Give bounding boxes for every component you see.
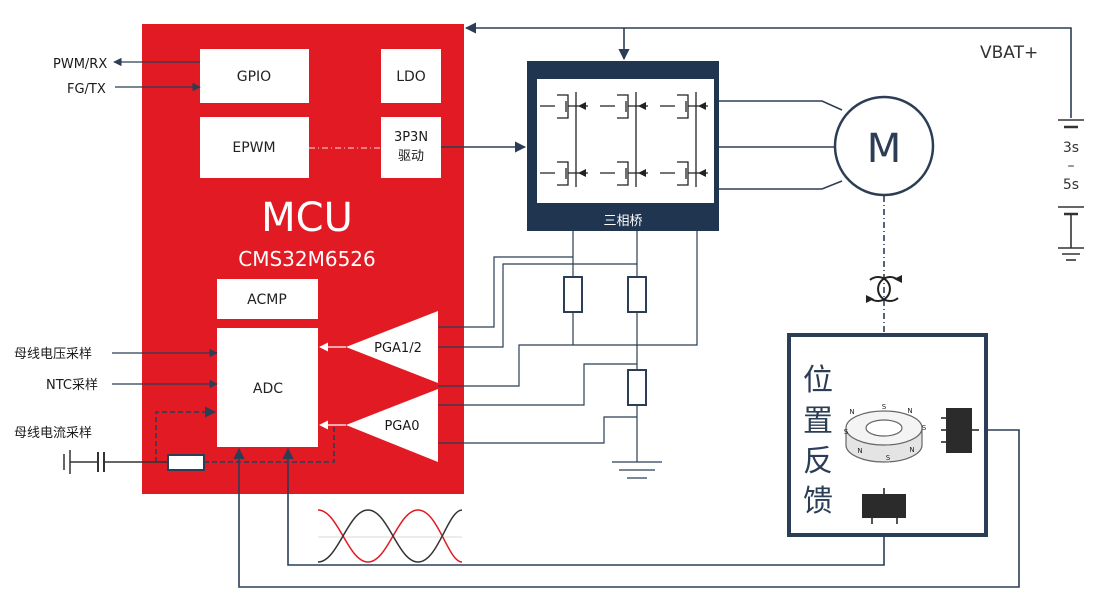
pga12-label: PGA1/2	[374, 341, 422, 356]
battery-symbol	[1058, 119, 1084, 261]
capacitor-symbol	[63, 450, 168, 474]
pga0-amplifier: PGA0	[346, 389, 438, 462]
mcu-title: MCU	[261, 195, 353, 241]
ldo-block: LDO	[381, 49, 441, 103]
ring-magnet: S N S N S N S N	[844, 403, 927, 463]
driver-block: 3P3N 驱动	[381, 117, 441, 178]
vbat-label: VBAT+	[980, 43, 1038, 63]
cell-count-bottom: 5s	[1063, 177, 1079, 193]
acmp-label: ACMP	[247, 292, 287, 308]
feedback-char-3: 反	[803, 444, 833, 479]
adc-label: ADC	[253, 381, 283, 397]
mcu-part-number: CMS32M6526	[238, 247, 376, 271]
magnet-pole-3: S	[922, 424, 927, 432]
sine-wave-graphic	[317, 509, 463, 563]
current-sense-network	[438, 231, 698, 479]
bus-current-sampling-label: 母线电流采样	[14, 426, 92, 441]
hall-sensor-right	[941, 408, 979, 453]
driver-label-line2: 驱动	[398, 149, 424, 164]
pga0-label: PGA0	[384, 419, 419, 434]
motor-symbol: M	[833, 95, 935, 197]
magnet-pole-8: N	[849, 408, 854, 416]
epwm-block: EPWM	[200, 117, 309, 178]
bridge-label: 三相桥	[603, 214, 642, 229]
pga12-amplifier: PGA1/2	[346, 311, 438, 383]
pwm-rx-label: PWM/RX	[53, 57, 107, 72]
hall-sensor-bottom	[862, 488, 906, 524]
driver-label-line1: 3P3N	[394, 130, 428, 145]
magnet-pole-6: N	[857, 447, 862, 455]
feedback-char-1: 位	[803, 363, 833, 398]
magnet-pole-4: N	[909, 446, 914, 454]
three-phase-bridge: 三相桥	[527, 61, 719, 231]
magnet-pole-2: N	[907, 407, 912, 415]
magnet-pole-7: S	[844, 428, 849, 436]
feedback-char-2: 置	[803, 404, 833, 439]
bus-voltage-sampling-label: 母线电压采样	[14, 347, 92, 362]
cell-count-top: 3s	[1063, 140, 1079, 156]
epwm-label: EPWM	[232, 140, 275, 156]
gpio-block: GPIO	[200, 49, 309, 103]
feedback-char-4: 馈	[803, 484, 833, 519]
ntc-sampling-label: NTC采样	[46, 378, 98, 393]
rotation-icon	[866, 275, 902, 303]
cell-count-dash: –	[1068, 158, 1075, 174]
ldo-label: LDO	[396, 69, 426, 85]
adc-block: ADC	[217, 328, 318, 447]
magnet-pole-5: S	[886, 454, 891, 462]
acmp-block: ACMP	[217, 279, 318, 319]
gpio-label: GPIO	[237, 69, 271, 85]
shunt-resistor-mcu	[167, 454, 205, 471]
fg-tx-label: FG/TX	[67, 82, 106, 97]
magnet-pole-1: S	[882, 403, 887, 411]
motor-label: M	[867, 126, 902, 172]
